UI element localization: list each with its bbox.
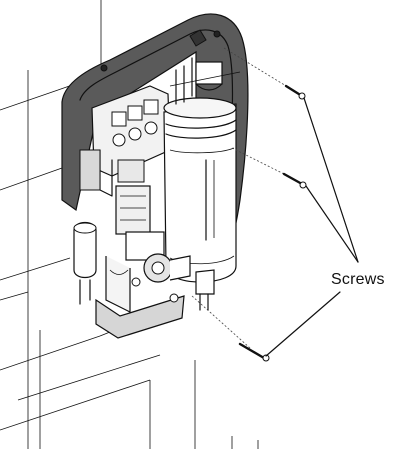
callout-leaders (265, 97, 359, 357)
screw-bottom (191, 295, 270, 362)
wall-tiles (0, 0, 259, 449)
screws-callout-label: Screws (331, 271, 385, 288)
screw-top (223, 47, 306, 100)
terminal-block (79, 85, 171, 197)
water-inlet-valve (73, 185, 215, 339)
heater-cylinder (163, 57, 241, 283)
screw-middle (231, 147, 307, 189)
